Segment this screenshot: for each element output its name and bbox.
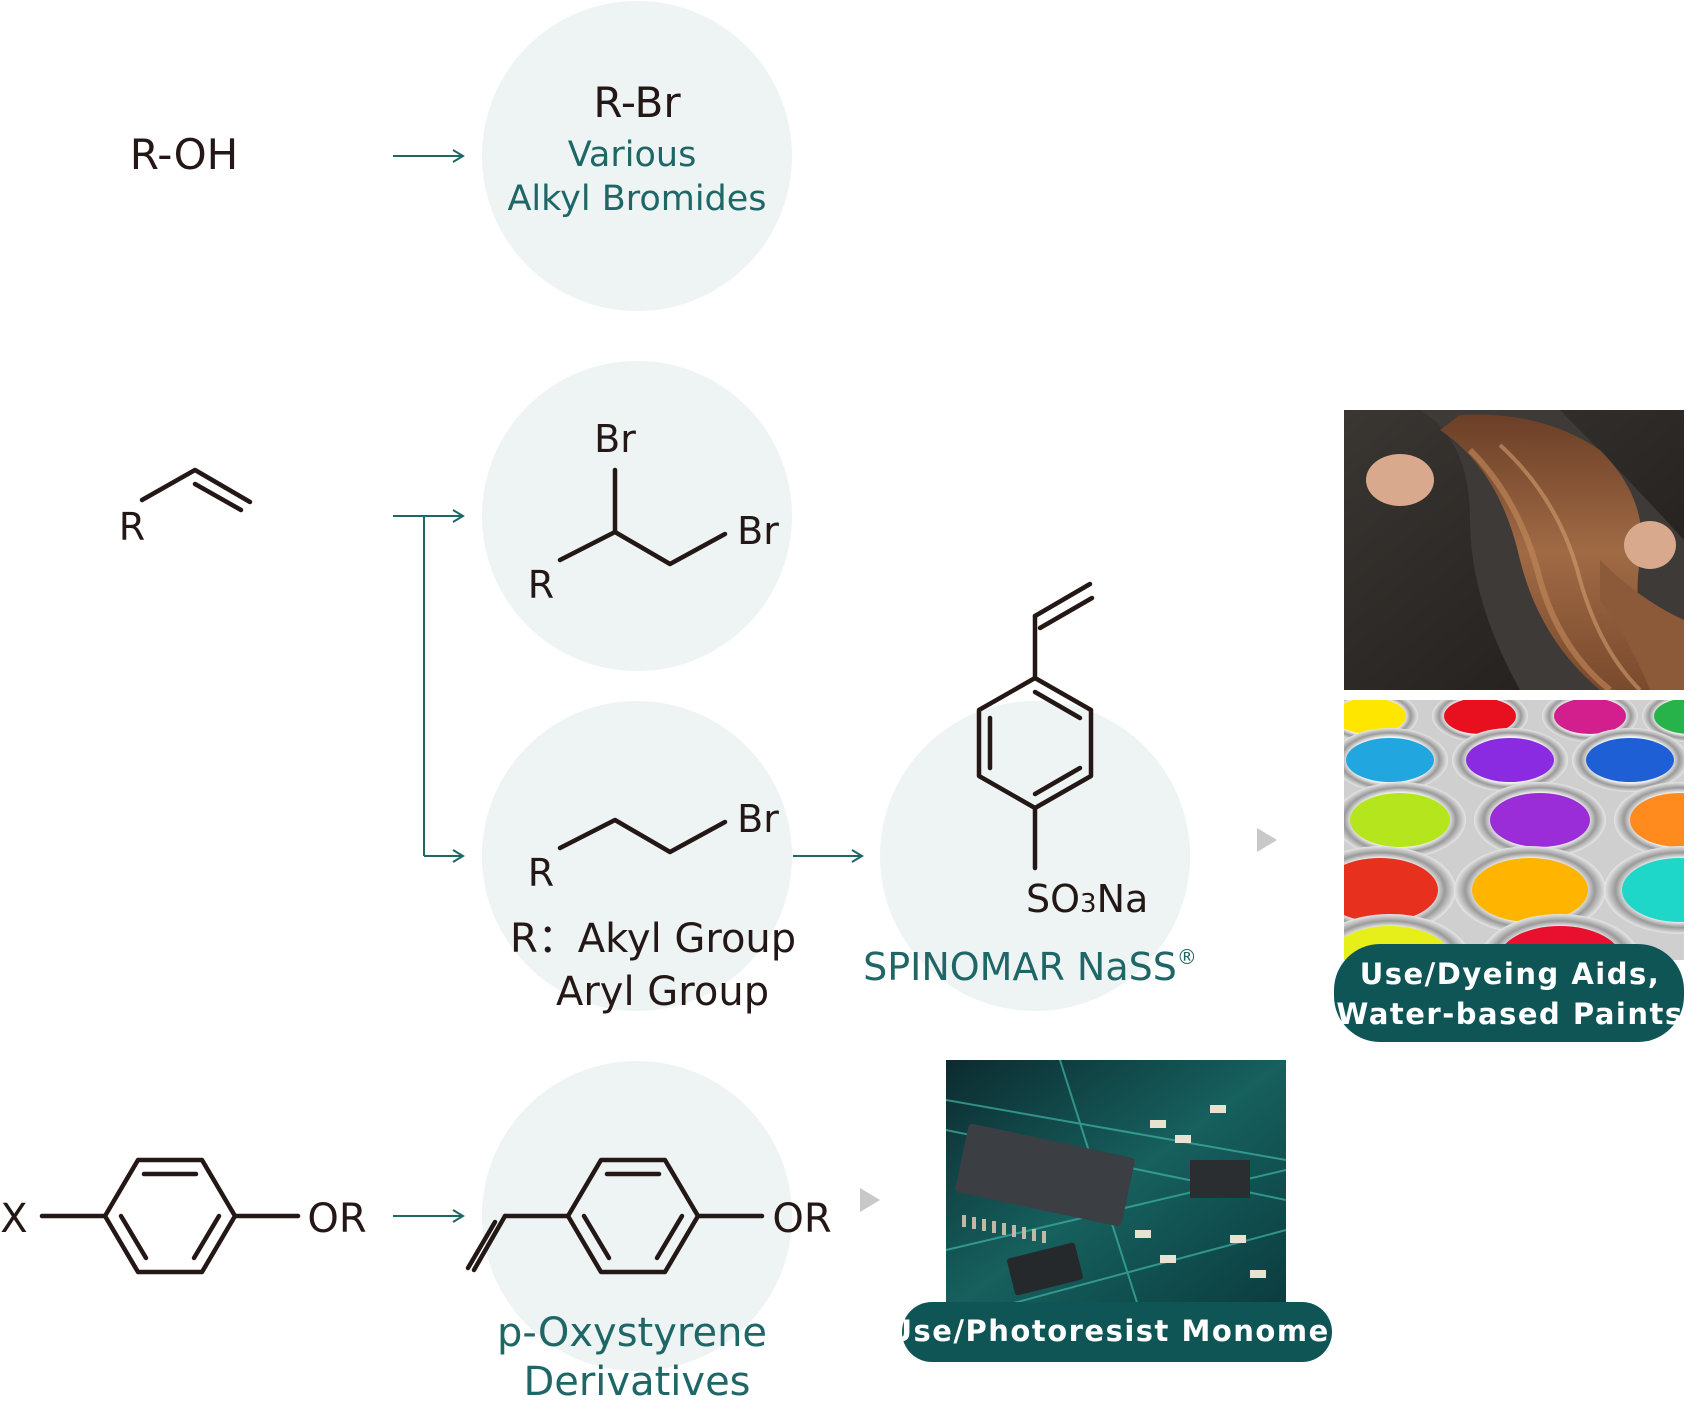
dibromide-r: R [528,563,554,607]
chevron-right-icon [860,1188,880,1212]
photoresist-badge: Use/Photoresist Monomer [888,1302,1345,1362]
alkyl-bromides-bubble [482,1,792,311]
reactant-x-label: X [0,1196,27,1242]
circuit-board-photo [946,1060,1286,1312]
pcb-chip-bottom [1007,1242,1083,1296]
nass-subscript: 3 [1080,889,1097,919]
r-br-formula: R-Br [593,78,681,127]
monobromide-structure [557,817,728,855]
nass-counterion: Na [1097,877,1149,921]
dyeing-aids-badge-line1: Use/Dyeing Aids, [1360,957,1661,991]
row1-arrow [393,149,465,163]
nass-name-label: SPINOMAR NaSS® [863,945,1197,989]
aryl-ether-structure [39,1157,301,1275]
oxystyrene-name-line2: Derivatives [523,1359,750,1405]
paint-can-row1 [1344,700,1684,742]
paint-can-row4 [1344,846,1684,934]
hair-photo [1344,410,1684,690]
alkene-structure [139,467,253,513]
monobromide-bubble [482,701,792,1011]
dyeing-aids-badge: Use/Dyeing Aids, Water-based Paints [1334,944,1684,1042]
photoresist-badge-text: Use/Photoresist Monomer [888,1314,1345,1348]
dibromide-br-right: Br [737,509,779,553]
pcb-chip-large [955,1123,1135,1227]
pcb-pins [962,1215,1046,1243]
dibromide-structure [557,467,728,567]
monobromide-r: R [528,851,554,895]
pcb-components [1135,1105,1266,1278]
alkyl-bromides-name-line1: Various [568,135,697,175]
r-oh-label: R-OH [130,130,238,179]
nass-structure [976,581,1095,871]
monobromide-br: Br [737,797,779,841]
row2-arrow-to-nass [793,849,864,863]
dyeing-aids-badge-line2: Water-based Paints [1336,997,1683,1031]
oxystyrene-bubble [482,1061,792,1371]
dibromide-bubble [482,361,792,671]
dibromide-br-top: Br [594,417,636,461]
pcb-chip-small [1190,1160,1250,1198]
alkyl-bromides-name-line2: Alkyl Bromides [507,179,766,219]
nass-substituent-label: SO3Na [1026,877,1148,921]
nass-name: SPINOMAR NaSS [863,945,1177,989]
branch-arrows [393,509,465,863]
nass-trademark: ® [1177,945,1197,969]
row3-arrow [393,1209,465,1223]
alkene-r-label: R [119,505,145,549]
r-definition-line2: Aryl Group [556,969,769,1015]
oxystyrene-name-line1: p-Oxystyrene [497,1310,767,1356]
oxystyrene-structure [465,1157,765,1275]
chevron-right-icon [1257,828,1277,852]
r-definition-line1: R：Akyl Group [510,916,796,962]
nass-substituent: SO [1026,877,1080,921]
product-or-label: OR [772,1196,831,1242]
paint-cans-photo [1344,700,1684,960]
paint-can-row2 [1344,728,1684,792]
reactant-or-label: OR [307,1196,366,1242]
paint-can-row3 [1344,782,1684,858]
